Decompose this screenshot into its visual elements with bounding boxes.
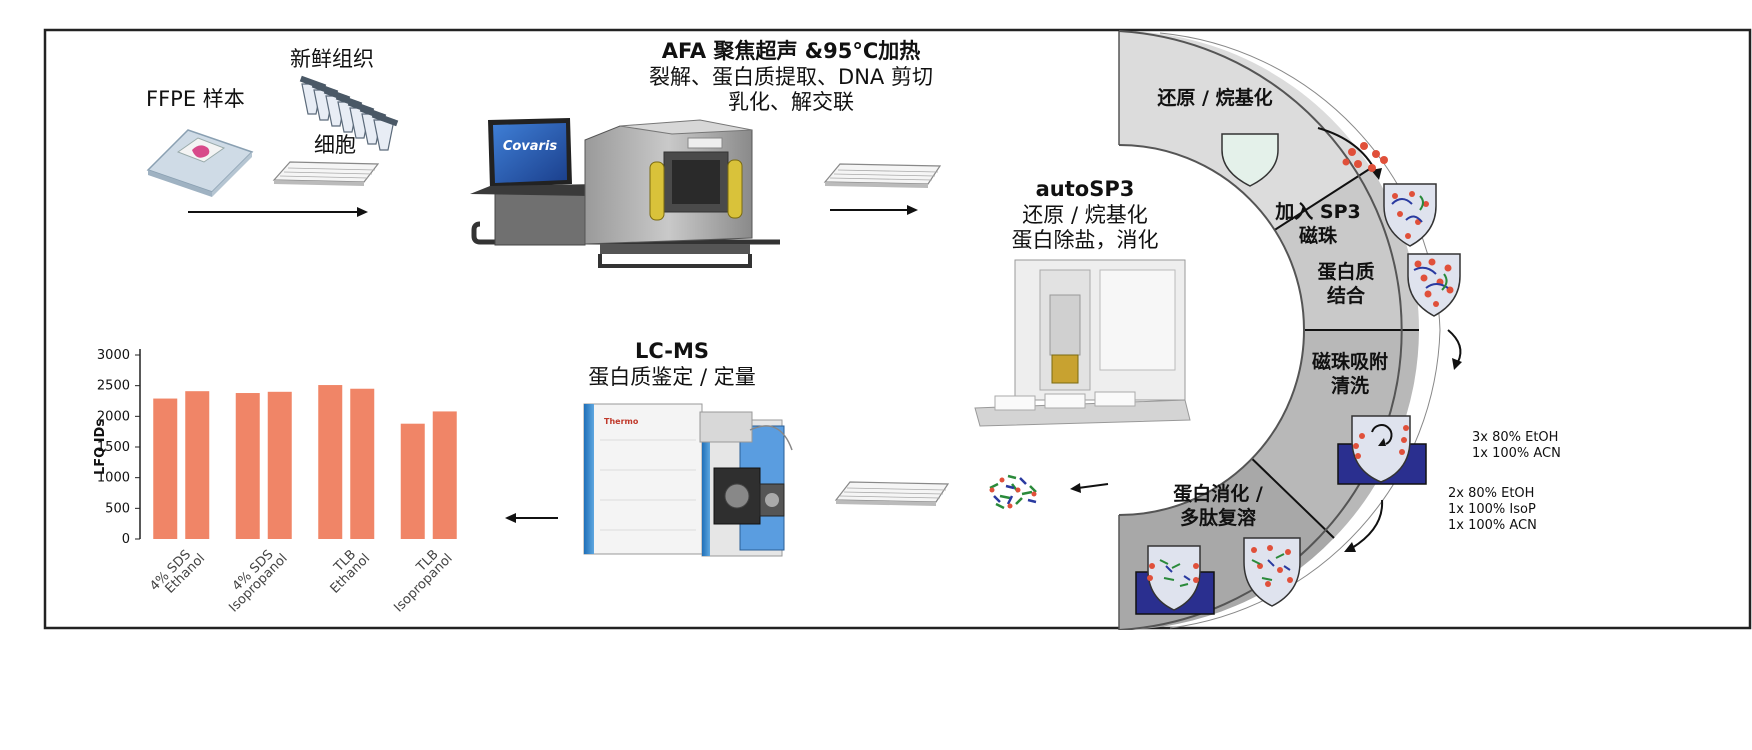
peptide-cluster-icon (989, 474, 1037, 510)
diagram-frame (43, 28, 1752, 630)
arc-inner-rim (1118, 144, 1305, 516)
arc-arrow-3-head (1344, 542, 1356, 552)
wash1-line2: 1x 100% ACN (1472, 446, 1561, 461)
y-tick-label: 2000 (97, 409, 130, 424)
autosp3-title: autoSP3 (1036, 177, 1135, 201)
y-tick-label: 2500 (97, 379, 130, 394)
sp3-bead-cluster (1342, 142, 1388, 172)
wash2-line2: 1x 100% IsoP (1448, 502, 1536, 517)
tube-strip-icon (299, 75, 399, 151)
bar (318, 385, 343, 539)
y-tick-label: 3000 (97, 348, 130, 363)
autosp3-robot (974, 259, 1191, 427)
bar (267, 391, 292, 539)
tube-with-beads-icon-1 (1383, 183, 1437, 247)
arc-step5-label-2: 多肽复溶 (1180, 506, 1256, 529)
arc-step1-label: 还原 / 烷基化 (1156, 86, 1272, 109)
y-tick-label: 0 (122, 532, 130, 547)
arc-step2-label-1: 加入 SP3 (1274, 201, 1360, 223)
arc-step4-label-2: 清洗 (1331, 374, 1369, 397)
well-plate-icon-3 (834, 481, 950, 506)
ffpe-slide-icon (146, 129, 254, 197)
cells-label: 细胞 (314, 133, 356, 157)
tube-with-beads-icon-2 (1407, 253, 1461, 317)
lcms-line1: 蛋白质鉴定 / 定量 (588, 365, 755, 389)
covaris-instrument: Covaris (470, 118, 780, 268)
lcms-instrument: Thermo (583, 403, 793, 557)
bar (235, 393, 260, 539)
bar (400, 423, 425, 539)
arc-arrow-2 (1447, 329, 1462, 363)
autosp3-line1: 还原 / 烷基化 (1022, 203, 1147, 227)
digest-tube-icon (1243, 537, 1301, 607)
y-axis-label: LFQ IDs (93, 419, 108, 475)
arc-step3-label-2: 结合 (1327, 284, 1366, 307)
arc-step3-label-1: 蛋白质 (1317, 260, 1374, 283)
bar (153, 398, 178, 539)
autosp3-line2: 蛋白除盐，消化 (1012, 228, 1159, 252)
arrow-to-afa-head (357, 207, 368, 217)
magnet-digest-icon (1135, 545, 1215, 615)
arc-step2-label-2: 磁珠 (1299, 224, 1338, 247)
bar (432, 411, 457, 539)
afa-line1: 裂解、蛋白质提取、DNA 剪切 (649, 65, 933, 89)
wash2-line3: 1x 100% ACN (1448, 518, 1537, 533)
lcms-title: LC-MS (635, 339, 709, 363)
well-plate-icon-1 (272, 161, 380, 186)
wash1-line1: 3x 80% EtOH (1472, 430, 1558, 445)
well-plate-icon-2 (823, 163, 942, 188)
return-arrow-head (1070, 483, 1081, 493)
fresh-tissue-label: 新鲜组织 (290, 47, 374, 71)
empty-tube-icon (1221, 133, 1279, 187)
afa-line2: 乳化、解交联 (728, 90, 854, 114)
magnet-wash-icon (1337, 415, 1427, 485)
bar (185, 391, 210, 539)
arc-outside-line (1159, 32, 1441, 629)
arc-step4-label-1: 磁珠吸附 (1312, 350, 1388, 373)
arrow-to-chart-head (505, 513, 516, 523)
thermo-brand: Thermo (604, 417, 639, 426)
arc-arrow-2-head (1452, 358, 1462, 370)
arc-step5-label-1: 蛋白消化 / (1173, 482, 1263, 505)
y-tick-label: 1500 (97, 440, 130, 455)
covaris-brand: Covaris (503, 139, 558, 154)
wash2-line1: 2x 80% EtOH (1448, 486, 1534, 501)
y-tick-label: 1000 (97, 471, 130, 486)
arrow-to-autosp3-head (907, 205, 918, 215)
return-arrow (1077, 483, 1109, 489)
arc-arrow-3 (1351, 499, 1384, 549)
bar (350, 388, 375, 539)
afa-title: AFA 聚焦超声 &95°C加热 (662, 39, 921, 63)
y-tick-label: 500 (105, 501, 130, 516)
ffpe-sample-label: FFPE 样本 (146, 87, 245, 111)
